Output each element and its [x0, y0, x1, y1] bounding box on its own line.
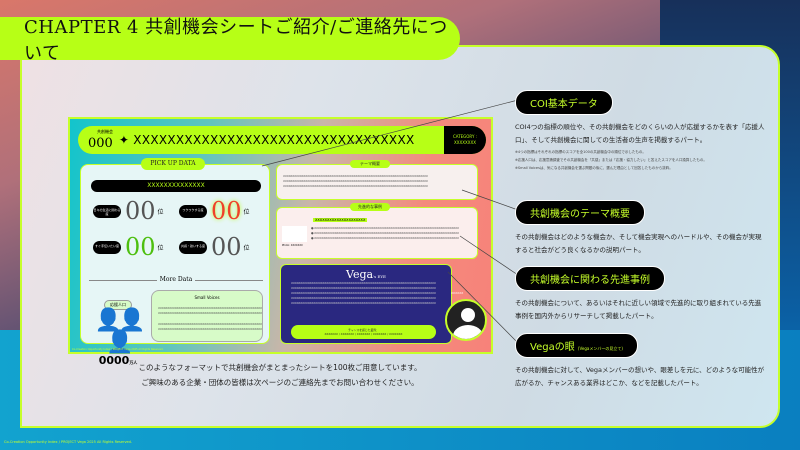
id-label: 共創機会 [97, 129, 113, 134]
theme-text: XXXXXXXXXXXXXXXXXXXXXXXXXXXXXXXXXXXXXXXX… [283, 174, 428, 178]
vega-text: XXXXXXXXXXXXXXXXXXXXXXXXXXXXXXXXXXXXXXXX… [291, 291, 436, 295]
section-body: その共創機会に対して、Vegaメンバーの想いや、眼差しを元に、どのような可能性が… [515, 366, 765, 387]
case-item: ● XXXXXXXXXXXXXXXXXXXXXXXXXXXXXXXXXXXXXX… [311, 226, 459, 230]
small-voices-label: Small Voices [194, 295, 220, 300]
avatar-label: XXXXXX [451, 291, 464, 295]
rank-value: 00 [125, 197, 156, 225]
theme-text: XXXXXXXXXXXXXXXXXXXXXXXXXXXXXXXXXXXXXXXX… [283, 179, 428, 183]
section-heading: 共創機会に関わる先進事例 [515, 266, 665, 291]
pickup-data-card: PICK UP DATA XXXXXXXXXXXXXX 日々の生活に関わる度 00… [80, 158, 270, 367]
case-text: XXXXXXXXXXXXXXXXXXXXXXXXXXXXXXXXXXXXXXXX… [314, 236, 459, 240]
cases-box: 先進的な事例 Photo: XXXXXXX XXXXXXXXXXXXXXXXXX… [276, 203, 478, 259]
caption: このようなフォーマットで共創機会がまとまったシートを100枚ご用意しています。ご… [130, 360, 430, 390]
heading-text: Vegaの眼 [530, 342, 575, 353]
section-heading: 共創機会のテーマ概要 [515, 200, 645, 225]
category-value: XXXXXXXX [454, 140, 476, 145]
sheet-header: 共創機会 000 ✦ XXXXXXXXXXXXXXXXXXXXXXXXXXXXX… [78, 126, 486, 154]
section-note: ※応援人口は、応援意識調査でその共創機会を「共感」または「応援・協力したい」と答… [515, 158, 707, 162]
vega-text: XXXXXXXXXXXXXXXXXXXXXXXXXXXXXXXXXXXXXXXX… [291, 281, 436, 285]
rank-value: 00 [125, 233, 156, 261]
support-value: 0000 [98, 354, 130, 367]
support-unit: 万人 [129, 360, 138, 365]
pickup-bar: XXXXXXXXXXXXXX [91, 180, 261, 192]
industries-value: XXXXXXX / XXXXXXX / XXXXXXX / XXXXXXX / … [324, 332, 403, 336]
theme-text: XXXXXXXXXXXXXXXXXXXXXXXXXXXXXXXXXXXXXXXX… [283, 184, 428, 188]
small-voices-box: Small Voices XXXXXXXXXXXXXXXXXXXXXXXXXXX… [151, 290, 263, 342]
section-cases: 共創機会に関わる先進事例 その共創機会について、あるいはそれに近しい領域で先進的… [515, 266, 765, 323]
section-note: ※4つの指標はそれぞれの指標のスコアを全100の共創機会中の順位で示したもの。 [515, 150, 646, 154]
pickup-label: PICK UP DATA [141, 158, 205, 170]
rank-unit: 位 [243, 244, 250, 252]
vega-text: XXXXXXXXXXXXXXXXXXXXXXXXXXXXXXXXXXXXXXXX… [291, 286, 436, 290]
chapter-title: CHAPTER 4 共創機会シートご紹介/ご連絡先について [0, 17, 460, 64]
chapter-title-text: CHAPTER 4 共創機会シートご紹介/ご連絡先について [24, 16, 448, 64]
section-body: その共創機会はどのような機会か、そして機会実現へのハードルや、その機会が実現する… [515, 233, 762, 254]
section-note: ※Small Voicesは、気になる共創機会を選ぶ問題の後に、選んだ理由として… [515, 166, 673, 170]
industries-label: チャンスを感じた業界： [348, 328, 379, 332]
vega-industries: チャンスを感じた業界：XXXXXXX / XXXXXXX / XXXXXXX /… [291, 325, 436, 339]
caption-line: ご興味のある企業・団体の皆様は次ページのご連絡先までお問い合わせください。 [141, 378, 419, 387]
sheet-id: 000 [88, 135, 113, 151]
case-photo [282, 226, 307, 242]
case-list: ● XXXXXXXXXXXXXXXXXXXXXXXXXXXXXXXXXXXXXX… [311, 226, 471, 241]
rank-unit: 位 [157, 244, 164, 252]
rank-tag: 共感・熱いする度 [179, 240, 207, 254]
vega-text: XXXXXXXXXXXXXXXXXXXXXXXXXXXXXXXXXXXXXXXX… [291, 301, 436, 305]
vega-text: XXXXXXXXXXXXXXXXXXXXXXXXXXXXXXXXXXXXXXXX… [291, 296, 436, 300]
voice-text: XXXXXXXXXXXXXXXXXXXXXXXXXXXXXXXXXXXXXXXX… [158, 322, 262, 326]
section-body: COI4つの指標の順位や、その共創機会をどのくらいの人が応援するかを表す「応援人… [515, 123, 765, 144]
case-text: XXXXXXXXXXXXXXXXXXXXXXXXXXXXXXXXXXXXXXXX… [314, 231, 459, 235]
vega-subtitle: 's EYE [373, 274, 386, 279]
case-text: XXXXXXXXXXXXXXXXXXXXXXXXXXXXXXXXXXXXXXXX… [314, 226, 459, 230]
support-label: 応援人口 [104, 300, 132, 310]
theme-box: テーマ概要 XXXXXXXXXXXXXXXXXXXXXXXXXXXXXXXXXX… [276, 160, 478, 200]
category-label: CATEGORY : [452, 134, 478, 139]
rank-tag: 日々の生活に関わる度 [93, 204, 121, 218]
people-icon: 👤👤👤 [94, 308, 146, 355]
sheet-sample: 共創機会 000 ✦ XXXXXXXXXXXXXXXXXXXXXXXXXXXXX… [68, 117, 493, 367]
case-item: ● XXXXXXXXXXXXXXXXXXXXXXXXXXXXXXXXXXXXXX… [311, 236, 459, 240]
cases-title: XXXXXXXXXXXXXXXXXXXXX [313, 218, 368, 222]
more-data-divider: More Data [89, 276, 263, 283]
cases-label: 先進的な事例 [350, 203, 390, 211]
rank-unit: 位 [243, 208, 250, 216]
more-data-label: More Data [156, 276, 196, 283]
section-heading: COI基本データ [515, 90, 613, 115]
sheet-footer: Co-Creation Opportunity Index / PROJECT … [72, 348, 164, 351]
photo-caption: Photo: XXXXXXX [282, 244, 303, 247]
avatar-icon [445, 299, 487, 341]
section-theme: 共創機会のテーマ概要 その共創機会はどのような機会か、そして機会実現へのハードル… [515, 200, 765, 257]
section-coi-basic: COI基本データ COI4つの指標の順位や、その共創機会をどのくらいの人が応援す… [515, 90, 765, 171]
section-heading: Vegaの眼 (Vegaメンバーの見立て) [515, 333, 638, 358]
category-badge: CATEGORY :XXXXXXXX [444, 126, 486, 154]
support-population: 応援人口 👤👤👤 0000万人 [93, 291, 146, 367]
vega-title: Vega [346, 268, 374, 281]
case-item: ● XXXXXXXXXXXXXXXXXXXXXXXXXXXXXXXXXXXXXX… [311, 231, 459, 235]
voice-text: XXXXXXXXXXXXXXXXXXXXXXXXXXXXXXXXXXXXXXXX… [158, 306, 262, 310]
rank-unit: 位 [157, 208, 164, 216]
rank-tag: ワクワクする度 [179, 204, 207, 218]
caption-line: このようなフォーマットで共創機会がまとまったシートを100枚ご用意しています。 [138, 363, 422, 372]
rank-value: 00 [211, 197, 242, 225]
voice-text: XXXXXXXXXXXXXXXXXXXXXXXXXXXXXXXXXXXXXXXX… [158, 327, 262, 331]
section-vega-eye: Vegaの眼 (Vegaメンバーの見立て) その共創機会に対して、Vegaメンバ… [515, 333, 765, 390]
rank-value: 00 [211, 233, 242, 261]
sheet-name: ✦ XXXXXXXXXXXXXXXXXXXXXXXXXXXXXXXXX [118, 133, 415, 147]
rank-tag: すぐ手伝いたい度 [93, 240, 121, 254]
section-body: その共創機会について、あるいはそれに近しい領域で先進的に取り組まれている先進事例… [515, 299, 762, 320]
heading-sub: (Vegaメンバーの見立て) [577, 346, 623, 351]
copyright: Co-Creation Opportunity Index / PROJECT … [4, 440, 133, 444]
voice-text: XXXXXXXXXXXXXXXXXXXXXXXXXXXXXXXXXXXXXXXX… [158, 311, 262, 315]
theme-label: テーマ概要 [350, 160, 390, 168]
